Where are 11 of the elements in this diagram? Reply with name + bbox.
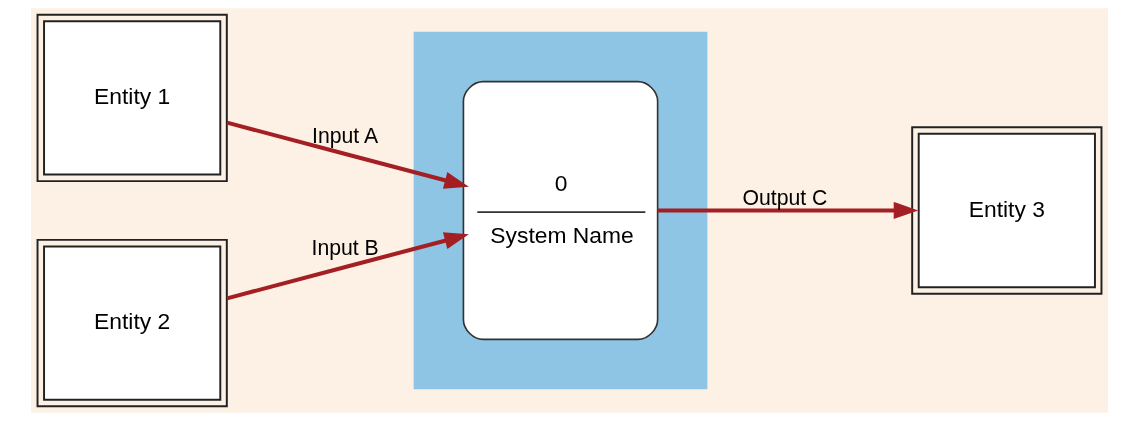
node-box: Entity 1	[36, 13, 228, 183]
cluster	[413, 31, 708, 390]
node-box: 0 System Name	[462, 80, 659, 341]
arrow	[226, 120, 469, 189]
edge-label: Input A	[312, 123, 379, 147]
arrow	[657, 201, 919, 220]
edge-label: Output C	[742, 185, 828, 209]
arrow	[226, 232, 469, 301]
edge-label: Input B	[311, 236, 379, 260]
node-box: Entity 3	[911, 126, 1103, 295]
node-box: Entity 2	[36, 238, 228, 408]
